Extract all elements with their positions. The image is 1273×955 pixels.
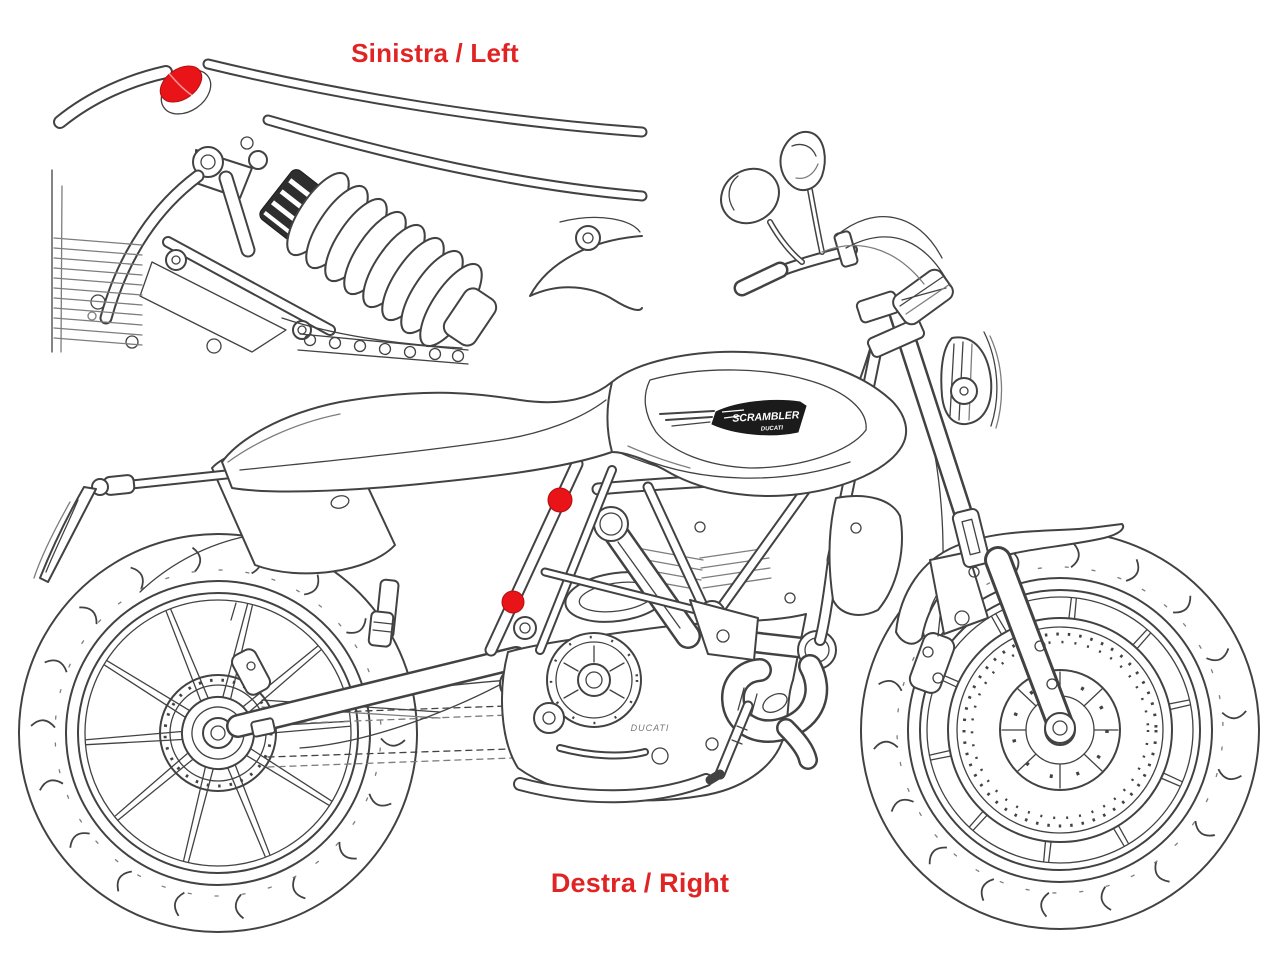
control-cables bbox=[821, 216, 951, 287]
fuel-tank: SCRAMBLER DUCATI bbox=[606, 350, 908, 497]
rear-mudflap bbox=[33, 467, 255, 583]
headlight bbox=[940, 331, 1003, 429]
front-fork bbox=[855, 290, 1076, 744]
foot-controls bbox=[367, 578, 649, 760]
inset-engine-fins bbox=[51, 169, 143, 353]
engine-case-logo: DUCATI bbox=[631, 723, 670, 733]
inset-shock-top-mount bbox=[99, 136, 268, 325]
handlebar bbox=[733, 230, 859, 297]
mirror-right bbox=[779, 131, 826, 255]
throttle-body-arm bbox=[593, 506, 701, 649]
tank-logo-scrambler: SCRAMBLER bbox=[732, 409, 800, 425]
seat bbox=[221, 381, 618, 493]
detail-inset bbox=[51, 58, 648, 365]
lower-frame-plug-marker bbox=[501, 590, 525, 614]
exhaust-system bbox=[513, 630, 837, 804]
tank-logo-ducati: DUCATI bbox=[761, 425, 784, 432]
alternator-cover bbox=[546, 632, 642, 728]
inset-shock-absorber bbox=[259, 169, 498, 348]
upper-frame-plug-marker bbox=[547, 487, 573, 513]
spring-coils bbox=[286, 171, 483, 348]
inset-right-panel bbox=[529, 216, 643, 311]
inset-lower-frame bbox=[87, 236, 336, 354]
main-motorcycle-illustration: DUCATI bbox=[0, 131, 1273, 955]
swingarm bbox=[226, 646, 533, 749]
inset-seat-rails bbox=[202, 58, 648, 202]
inset-chain bbox=[281, 317, 469, 365]
caption-right-side: Destra / Right bbox=[550, 868, 730, 898]
mirror-left bbox=[720, 167, 805, 265]
tank-logo: SCRAMBLER DUCATI bbox=[659, 400, 807, 436]
caption-left-side: Sinistra / Left bbox=[351, 38, 519, 68]
front-fender bbox=[895, 523, 1125, 645]
front-sprocket-cover bbox=[533, 702, 565, 734]
side-stand bbox=[705, 700, 754, 785]
